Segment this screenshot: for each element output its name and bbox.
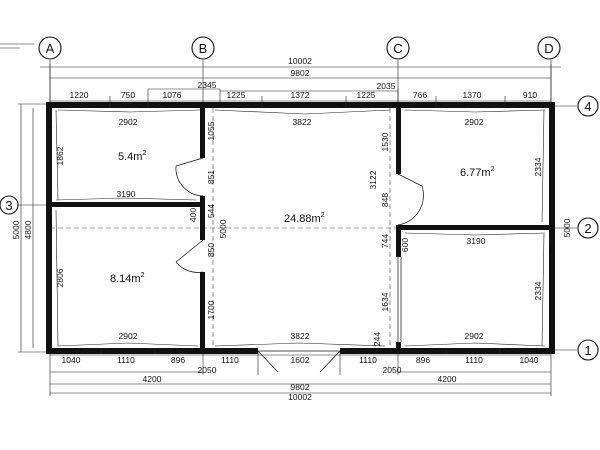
room-area-top-right: 6.77m2 [460, 166, 495, 179]
dim-bottom-inner-center: 3822 [291, 331, 310, 341]
grid-label-a: A [46, 41, 55, 56]
dim-top-seg-6: 1225 [357, 90, 376, 100]
dim-b-seg-3: 400 [188, 208, 198, 222]
grid-label-2: 2 [584, 221, 591, 236]
grid-bubble-3: 3 [0, 195, 19, 215]
dim-bottom-seg-8: 1110 [465, 355, 483, 365]
dim-c-seg-4: 1634 [380, 292, 390, 311]
room-center: 24.88m2 [284, 212, 325, 225]
dim-left-room-bottom: 2806 [55, 268, 65, 287]
grid-label-c: C [393, 41, 402, 56]
dim-bottom-seg-2: 1110 [117, 355, 135, 365]
dim-b-seg-4: 850 [206, 243, 216, 257]
room-top-left: 5.4m2 [118, 150, 146, 163]
grid-bubble-d: D [537, 36, 561, 60]
grid-bubble-2: 2 [577, 217, 599, 239]
dim-bottom-right-4200: 4200 [438, 374, 457, 384]
bottom-dimension-lines [49, 352, 552, 396]
grid-bubble-1: 1 [577, 339, 599, 361]
dim-left-outer-5000: 5000 [11, 220, 21, 239]
door-upper-right-room [397, 173, 424, 226]
grid-bubble-c: C [386, 36, 410, 60]
grid-label-3: 3 [5, 198, 12, 213]
dim-b-seg-1: 1055 [206, 121, 216, 140]
walls [46, 102, 555, 354]
room-top-right: 6.77m2 [460, 166, 495, 179]
dim-top-inner-center: 3822 [293, 117, 312, 127]
dim-right-room-bottom: 2334 [533, 281, 543, 300]
dim-bottom-left-4200: 4200 [143, 374, 162, 384]
dim-bottom-seg-3: 896 [171, 355, 185, 365]
dim-left-partition: 3190 [117, 189, 136, 199]
dim-bottom-total-inner: 9802 [291, 382, 310, 392]
dim-top-seg-9: 910 [523, 90, 537, 100]
dim-right-room-top: 2334 [533, 157, 543, 176]
grid-label-1: 1 [584, 343, 591, 358]
dim-right-outer-5000: 5000 [562, 218, 572, 237]
dim-bottom-seg-4: 1110 [221, 355, 239, 365]
door-entrance [257, 350, 341, 373]
dim-b-right-5000: 5000 [218, 219, 228, 238]
top-dimension-lines [40, 64, 561, 115]
door-lower-left-room [175, 239, 204, 273]
door-c-lower-gap [397, 257, 402, 342]
grid-label-d: D [544, 41, 553, 56]
dim-bottom-seg-9: 1040 [520, 355, 539, 365]
dim-bottom-seg-5: 1602 [291, 355, 310, 365]
dim-bottom-right-2050: 2050 [383, 365, 402, 375]
dim-left-inner-4800: 4800 [23, 220, 33, 239]
edge-marks [0, 43, 34, 49]
dim-left-room-top: 1862 [55, 146, 65, 165]
dim-top-inner-right: 2902 [465, 117, 484, 127]
dim-top-total-outer: 10002 [288, 56, 312, 66]
room-bottom-left: 8.14m2 [110, 272, 145, 285]
dim-c-seg-2: 848 [380, 193, 390, 207]
dim-b-seg-5: 1700 [206, 300, 216, 319]
dim-right-partition: 3190 [467, 236, 486, 246]
partition-dimension-lines [55, 197, 546, 236]
dim-b-seg-2: 851 [206, 170, 216, 184]
dim-top-ab-span: 2345 [198, 80, 217, 90]
door-upper-left-room [175, 157, 204, 197]
window-marks [100, 102, 506, 354]
dim-top-seg-2: 750 [121, 90, 135, 100]
dim-c-seg-1: 1530 [380, 132, 390, 151]
bottom-inner-dimension-lines [57, 342, 546, 347]
dim-top-seg-4: 1225 [227, 90, 246, 100]
dim-bottom-seg-1: 1040 [62, 355, 81, 365]
dim-top-seg-8: 1370 [463, 90, 482, 100]
dim-top-seg-1: 1220 [70, 90, 89, 100]
grid-bubble-a: A [38, 36, 62, 60]
dim-bottom-seg-6: 1110 [359, 355, 377, 365]
dim-b-right-544: 544 [206, 204, 216, 218]
dim-bottom-inner-right: 2902 [465, 331, 484, 341]
dim-c-left-3122: 3122 [368, 170, 378, 189]
grid-bubble-4: 4 [577, 95, 599, 117]
room-area-top-left: 5.4m2 [118, 150, 146, 163]
dim-c-seg-3: 744 [380, 234, 390, 248]
dim-bottom-seg-7: 896 [416, 355, 430, 365]
grid-bubble-b: B [191, 36, 215, 60]
dim-top-total-inner: 9802 [291, 68, 310, 78]
left-dimension-lines [18, 103, 59, 353]
right-dimension-lines [541, 109, 545, 347]
dim-bottom-left-2050: 2050 [198, 365, 217, 375]
grid-label-b: B [199, 41, 208, 56]
dim-top-seg-3: 1076 [163, 90, 182, 100]
room-area-center: 24.88m2 [284, 212, 325, 225]
dim-top-seg-5: 1372 [291, 90, 310, 100]
dim-c-seg-5: 244 [372, 332, 382, 346]
dim-bottom-total-outer: 10002 [288, 392, 312, 402]
dim-c-right-600: 600 [400, 238, 410, 252]
dim-top-cd-span: 2035 [377, 81, 396, 91]
dim-top-seg-7: 766 [413, 90, 427, 100]
dim-top-inner-left: 2902 [119, 117, 138, 127]
dim-bottom-inner-left: 2902 [119, 331, 138, 341]
room-area-bottom-left: 8.14m2 [110, 272, 145, 285]
grid-label-4: 4 [584, 99, 591, 114]
